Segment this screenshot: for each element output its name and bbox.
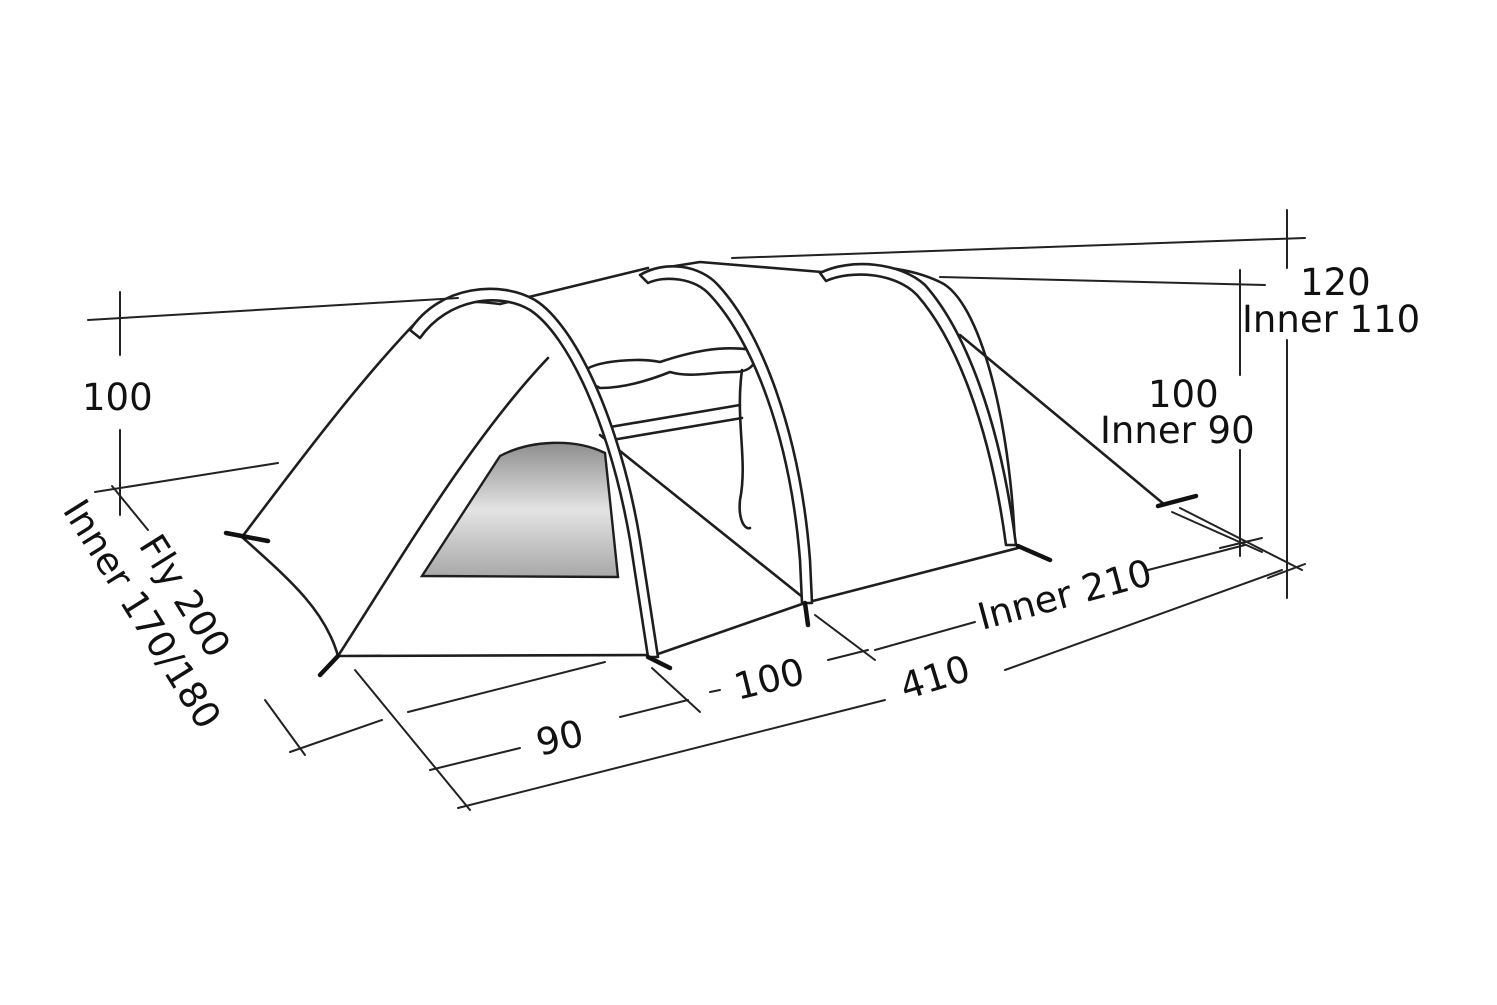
ground-line-middle: [653, 601, 807, 657]
vestibule-line-left: [429, 747, 521, 771]
side-panel-seam: [598, 433, 812, 605]
front-fly-skirt: [240, 535, 340, 658]
front-height-label: 100: [82, 376, 153, 419]
vestibule-depth-label: 90: [532, 712, 588, 765]
max-height-base-tick: [1267, 563, 1306, 579]
vestibule-line-upper: [407, 661, 606, 713]
ground-line-right: [803, 546, 1020, 605]
width-line-bottom: [264, 699, 306, 756]
front-window: [419, 441, 620, 579]
front-height-base-guide: [94, 462, 279, 493]
front-fly-panel: [240, 300, 502, 539]
inner-length-line-left: [874, 621, 976, 651]
peg-front-door: [317, 653, 341, 678]
section-depth-label: 100: [730, 650, 809, 709]
inner-ridge-lower: [610, 416, 744, 442]
ground-line-front: [336, 653, 657, 658]
rear-tail-flap: [958, 333, 1167, 507]
peg-front-left: [223, 530, 271, 544]
inner-ridge: [608, 403, 742, 429]
section-tick: [814, 614, 876, 661]
front-height-top-guide: [87, 297, 459, 321]
total-length-label: 410: [895, 647, 975, 709]
peg-rear-tail: [1155, 493, 1199, 509]
vestibule-line-right: [619, 699, 689, 718]
total-length-line-right: [1004, 569, 1283, 671]
mid-height-top-guide: [939, 276, 1266, 286]
inner-length-end-tick: [1171, 511, 1263, 553]
mid-height-inner-label: Inner 90: [1100, 409, 1255, 452]
section-line-right: [827, 649, 869, 661]
tent-drawing: [223, 260, 1199, 678]
inner-length-line-right: [1147, 544, 1246, 571]
dimension-lines: [87, 209, 1306, 811]
max-height-top-guide: [731, 237, 1306, 259]
peg-front-arch: [645, 654, 673, 671]
rear-tent-body: [648, 260, 1017, 547]
mid-height-base-tick: [1219, 537, 1263, 549]
section-line-left: [709, 689, 721, 693]
front-door-edge: [336, 356, 550, 658]
front-depth-guide: [354, 669, 471, 811]
max-height-inner-label: Inner 110: [1242, 298, 1420, 341]
width-end-guide: [289, 719, 383, 753]
peg-rear-arch: [1015, 543, 1053, 563]
hanging-door-panel: [738, 368, 752, 530]
width-line-top: [111, 485, 149, 531]
rolled-door-flap: [582, 347, 757, 390]
rear-arch-pole: [818, 262, 1018, 547]
mid-height-label: 100: [1148, 373, 1219, 416]
vestibule-tick: [651, 667, 701, 713]
max-height-label: 120: [1300, 261, 1371, 304]
middle-arch-pole: [638, 264, 814, 605]
total-length-line-left: [457, 699, 886, 809]
peg-middle-arch: [802, 600, 811, 628]
